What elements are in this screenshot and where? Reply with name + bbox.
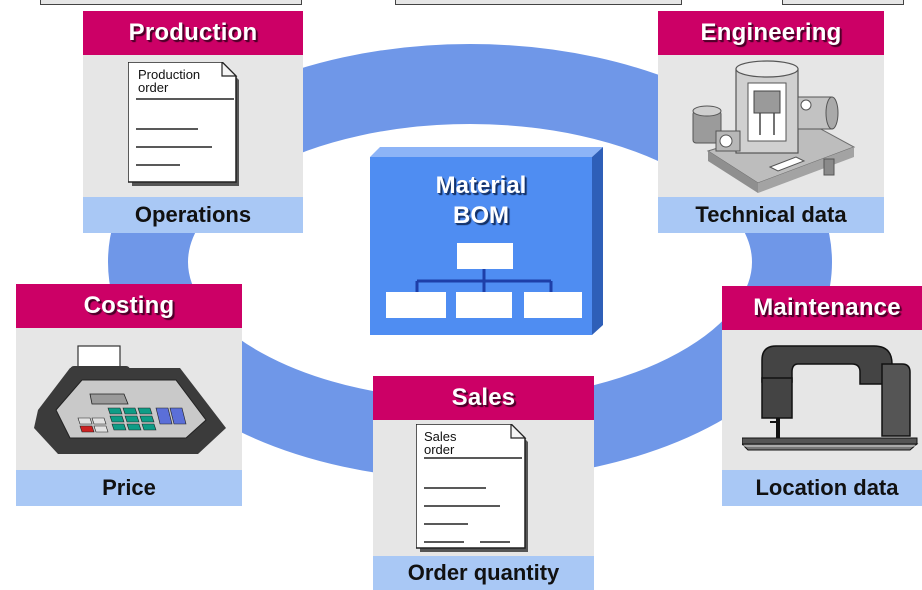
production-header: Production [83,11,303,55]
production-body: Production order [83,55,303,197]
module-maintenance: Maintenance Location data [722,286,922,508]
engineering-header: Engineering [658,11,884,55]
module-engineering: Engineering Technical data [658,11,884,233]
sewing-machine-icon [742,345,919,451]
maintenance-header: Maintenance [722,286,922,330]
material-bom-block: Material BOM [370,147,603,335]
module-production: Production Production order Operations [83,11,303,233]
sales-body: Sales order [373,420,594,556]
calculator-icon [34,345,226,454]
bom-child-node [524,292,582,318]
production-doc-label-line2: order [138,80,169,95]
module-costing: Costing [16,284,242,506]
maintenance-body [722,330,922,470]
bom-title-line2: BOM [453,202,509,229]
bom-top-bevel [370,147,603,157]
sales-doc-label-line2: order [424,442,455,457]
maintenance-footer: Location data [722,470,922,506]
costing-body [16,328,242,470]
sales-header: Sales [373,376,594,420]
sales-order-document-icon [416,424,528,552]
bom-title-line1: Material [435,172,527,199]
costing-header: Costing [16,284,242,328]
bom-child-node [456,292,512,318]
top-edge-box-left [40,0,302,5]
bom-child-node [386,292,446,318]
costing-footer: Price [16,470,242,506]
production-doc-label-line1: Production [138,67,201,82]
top-edge-box-right [782,0,904,5]
module-sales: Sales Sales order Order quantity [373,376,594,590]
top-edge-box-middle [395,0,682,5]
sales-footer: Order quantity [373,556,594,590]
production-footer: Operations [83,197,303,233]
production-order-document-icon [128,62,239,186]
bom-tree-connectors [415,269,553,292]
bom-side-bevel [592,147,603,335]
engineering-footer: Technical data [658,197,884,233]
bom-root-node [457,243,513,269]
machine-part-icon [692,60,856,193]
engineering-body [658,55,884,197]
sales-doc-label-line1: Sales [424,429,457,444]
